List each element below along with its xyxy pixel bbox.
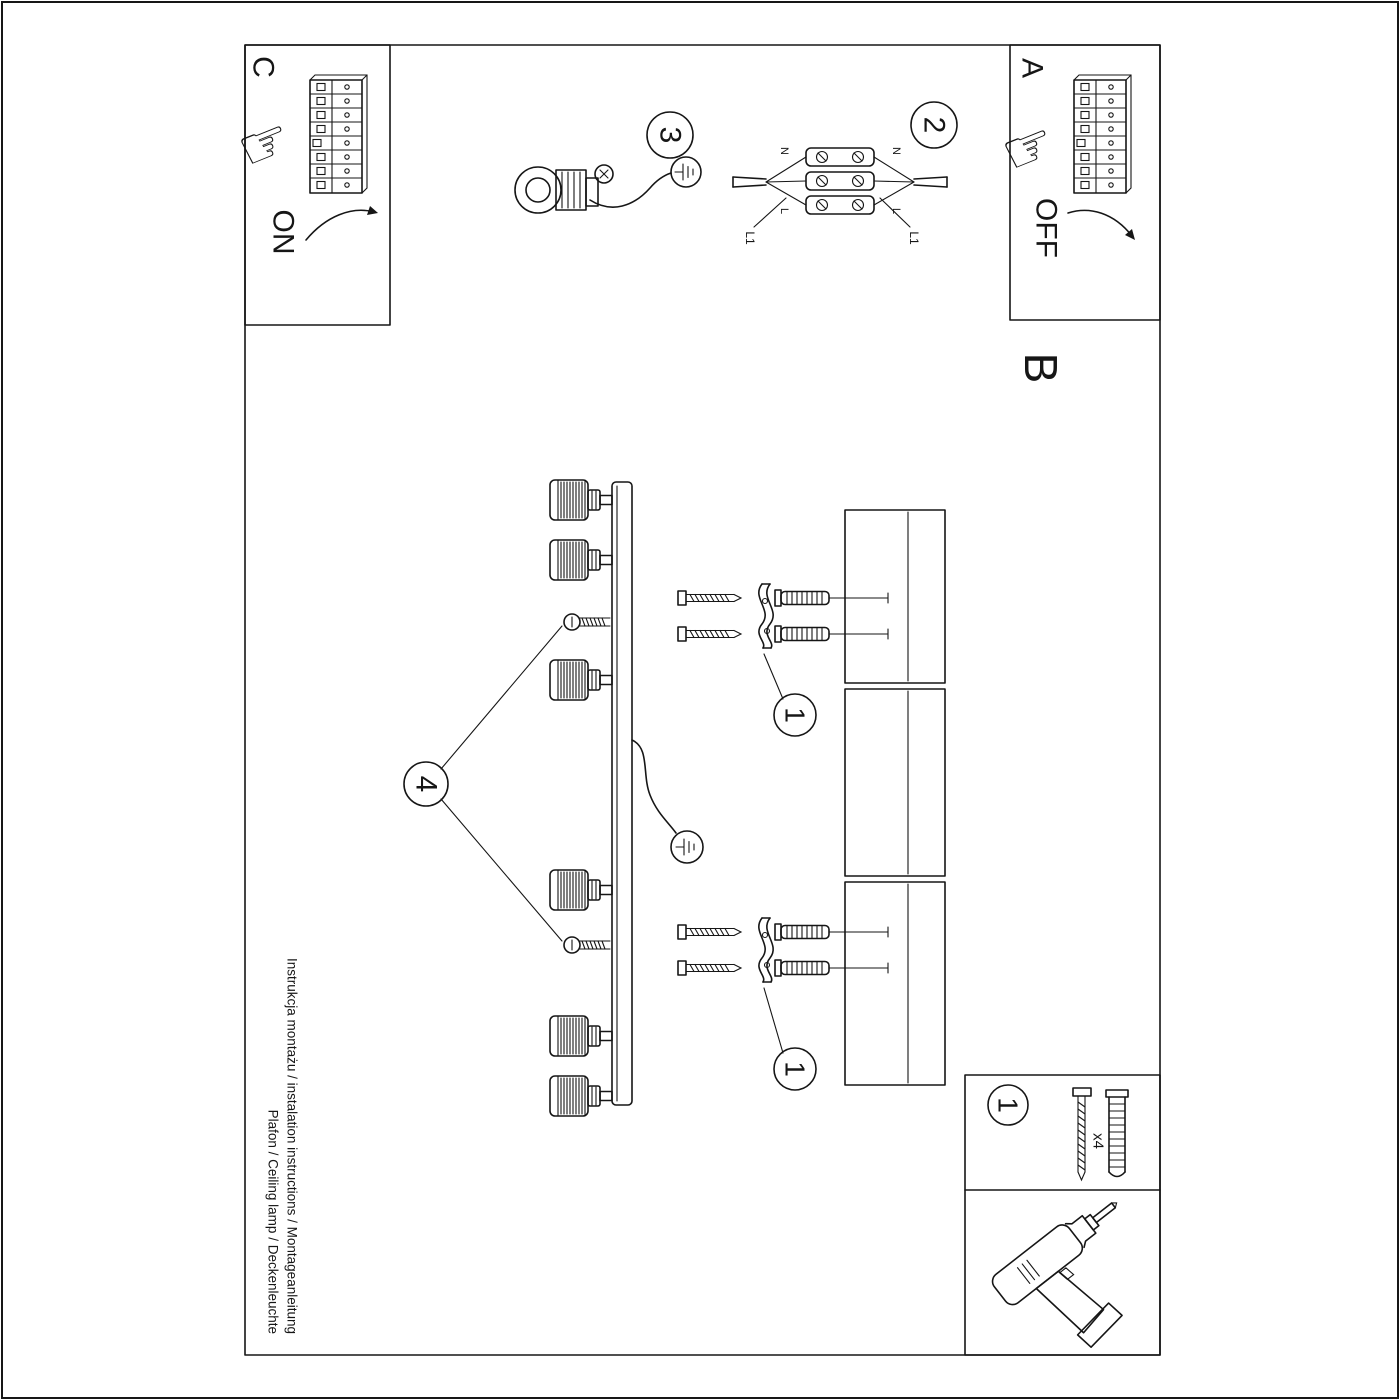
drill-icon	[991, 1202, 1123, 1349]
flip-up-arrow-icon	[305, 206, 378, 241]
mounting-hardware-bottom: 1	[677, 917, 889, 1091]
screw-and-plug-row	[677, 625, 889, 643]
cable-clamp-icon	[514, 164, 672, 214]
callout-1-circle	[773, 693, 817, 737]
callout-2-circle	[910, 101, 958, 149]
callout-4: 4	[403, 625, 563, 942]
flip-down-arrow-icon	[1067, 209, 1135, 240]
supply-cable-left	[732, 156, 807, 206]
earth-symbol-icon	[670, 830, 704, 864]
spotlight-icon	[549, 539, 613, 581]
breaker-panel-icon	[1073, 74, 1132, 194]
mounting-bracket-icon	[758, 583, 774, 649]
terminal-block-icon	[805, 147, 875, 215]
callout-3-number: 3	[654, 127, 687, 144]
footer-product-name: Plafon / Ceiling lamp / Deckenleuchte	[266, 1110, 281, 1334]
wire-label-line-right: L	[890, 208, 902, 214]
breaker-panel-icon	[309, 74, 368, 194]
l1-leader-right	[879, 197, 911, 228]
screw-and-plug-row	[677, 589, 889, 607]
spotlight-icon	[549, 659, 613, 701]
l1-leader-left	[753, 197, 787, 228]
screw-icon	[1072, 1087, 1092, 1182]
parts-box	[964, 1074, 1161, 1356]
step-3-cable-clamp: 3	[514, 111, 702, 214]
step-a-action-label: OFF	[1030, 198, 1063, 258]
callout-4-circle	[403, 761, 449, 807]
step-a-label: A	[1016, 58, 1049, 78]
wall-plug-icon	[1105, 1089, 1129, 1178]
pointing-hand-icon: ☞	[992, 106, 1066, 189]
wire-label-neutral-right: N	[890, 147, 902, 155]
fixing-screw-icon	[563, 936, 611, 954]
callout-4-number: 4	[410, 776, 443, 793]
pointing-hand-icon: ☞	[228, 102, 302, 185]
panel-a-box	[1009, 44, 1161, 321]
ceiling-lamp-drawing: 4 1 1	[403, 479, 946, 1117]
callout-2-number: 2	[918, 117, 951, 134]
step-b-label: B	[1015, 353, 1067, 384]
panel-c-box	[244, 44, 391, 326]
parts-list: 1 x4	[987, 1084, 1129, 1349]
mounting-bracket-icon	[758, 917, 774, 983]
earth-symbol-icon	[670, 156, 702, 188]
callout-1-number: 1	[780, 707, 811, 723]
spotlight-icon	[549, 869, 613, 911]
spotlight-icon	[549, 1075, 613, 1117]
spotlight-icon	[549, 479, 613, 521]
step-2-terminal-block: 2 N L N	[732, 101, 958, 245]
callout-3-circle	[646, 111, 694, 159]
step-c-label: C	[247, 56, 280, 78]
callout-1-number: 1	[780, 1061, 811, 1077]
step-a-power-off: A ☞ OFF	[992, 58, 1135, 258]
footer-instructions-title: Instrukcja montażu / instalation instruc…	[285, 958, 300, 1334]
lamp-rail	[611, 481, 633, 1106]
callout-1-number: 1	[993, 1097, 1024, 1113]
step-c-action-label: ON	[267, 210, 300, 255]
spotlight-icon	[549, 1015, 613, 1057]
screw-and-plug-row	[677, 923, 889, 941]
wire-label-line-left: L	[778, 208, 790, 214]
callout-1-circle	[987, 1084, 1029, 1126]
screw-and-plug-row	[677, 959, 889, 977]
callout-1-circle	[773, 1047, 817, 1091]
ceiling-section	[844, 509, 946, 1086]
step-c-power-on: C ☞ ON	[228, 56, 378, 255]
wire-label-neutral-left: N	[778, 147, 790, 155]
mounting-hardware-top: 1	[677, 583, 889, 737]
ground-wire	[631, 739, 704, 864]
lamp-cable-right	[873, 156, 948, 206]
wire-label-switched-right: L1	[907, 231, 921, 245]
fixing-screw-icon	[563, 613, 611, 631]
drawing-frame	[244, 44, 1161, 1356]
wire-label-switched-left: L1	[743, 231, 757, 245]
parts-quantity-label: x4	[1090, 1133, 1107, 1149]
